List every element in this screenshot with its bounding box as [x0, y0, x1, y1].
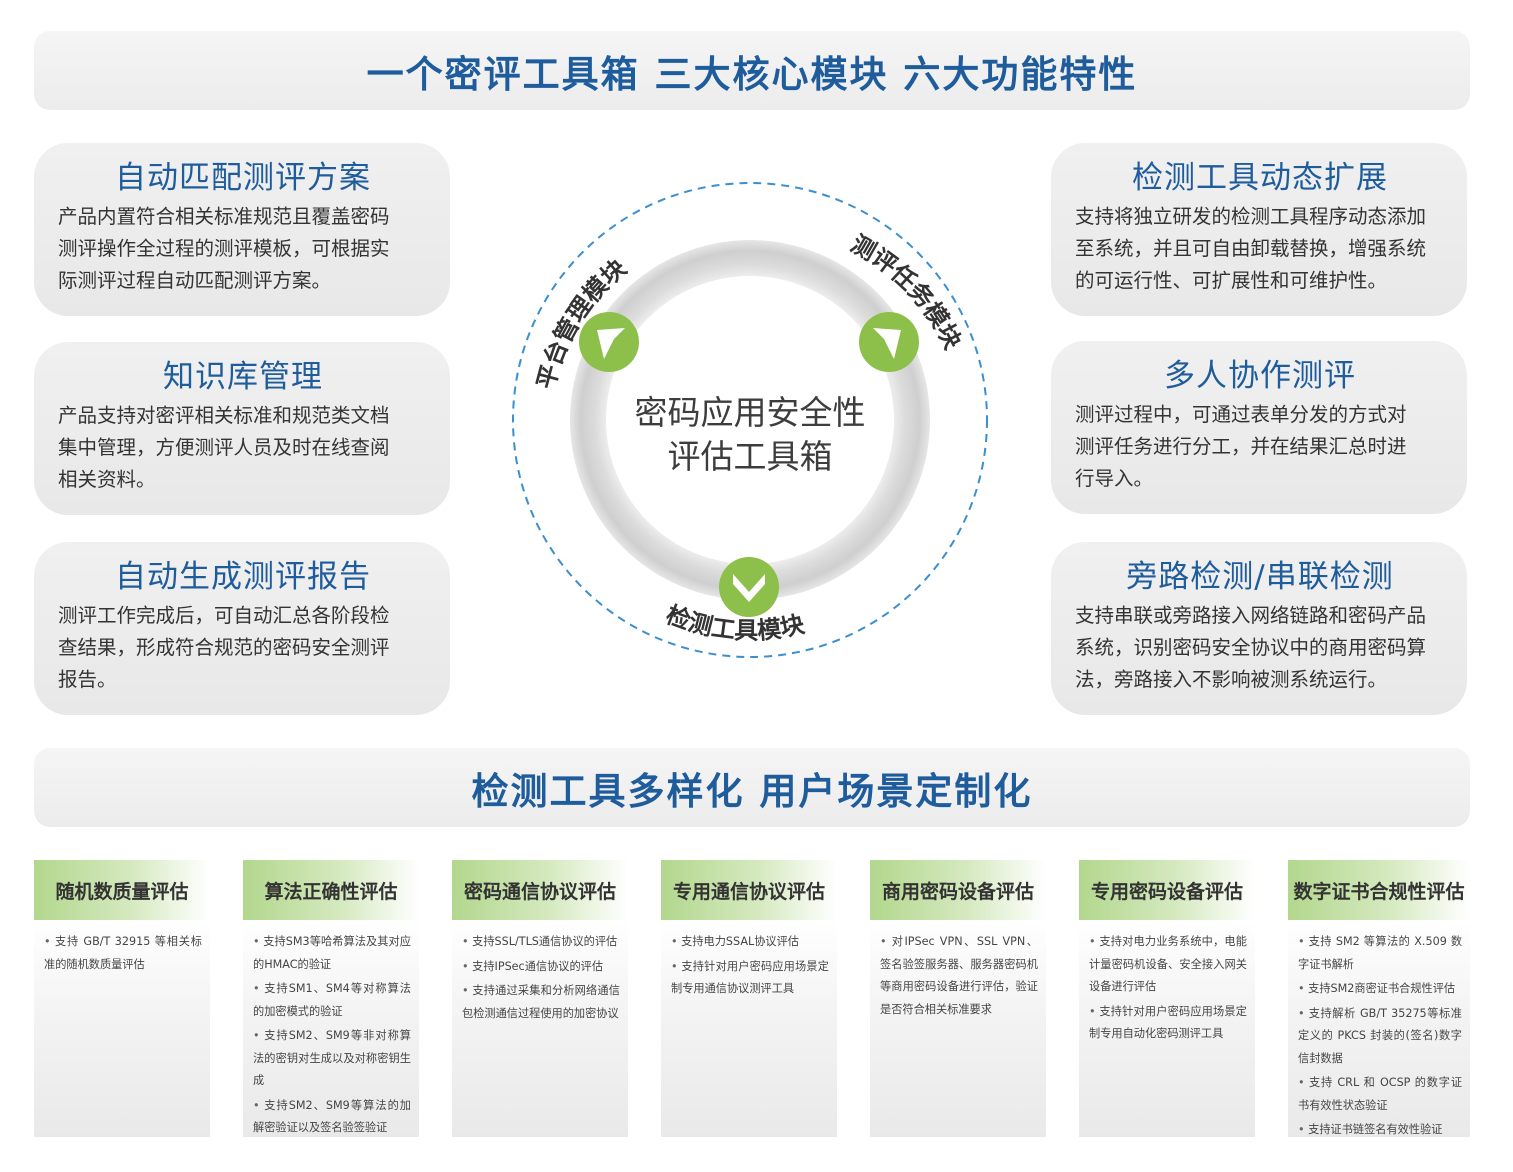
- tool-card-body: 支持对电力业务系统中，电能计量密码机设备、安全接入网关设备进行评估 支持针对用户…: [1079, 920, 1255, 1137]
- feature-card-collaboration: 多人协作测评 测评过程中，可通过表单分发的方式对 测评任务进行分工，并在结果汇总…: [1051, 341, 1467, 514]
- core-module-ring-diagram: 密码应用安全性 评估工具箱 平台管理模块 测评任务模块 检测工具模块: [512, 182, 988, 658]
- card-line: 测评过程中，可通过表单分发的方式对: [1075, 403, 1407, 426]
- section-title: 检测工具多样化 用户场景定制化: [471, 769, 1033, 813]
- list-item: 支持证书链签名有效性验证: [1298, 1119, 1462, 1142]
- card-description: 测评工作完成后，可自动汇总各阶段检 查结果，形成符合规范的密码安全测评 报告。: [58, 600, 428, 696]
- card-line: 相关资料。: [58, 468, 156, 491]
- tool-card-body: 支持 SM2 等算法的 X.509 数字证书解析 支持SM2商密证书合规性评估 …: [1288, 920, 1470, 1137]
- card-line: 支持将独立研发的检测工具程序动态添加: [1075, 205, 1427, 228]
- list-item: 支持SSL/TLS通信协议的评估: [462, 931, 620, 954]
- list-item: 支持SM2、SM9等算法的加解密验证以及签名验签验证: [253, 1095, 411, 1140]
- tool-card-body: 支持SSL/TLS通信协议的评估 支持IPSec通信协议的评估 支持通过采集和分…: [452, 920, 628, 1137]
- tool-card-body: 支持SM3等哈希算法及其对应的HMAC的验证 支持SM1、SM4等对称算法的加密…: [243, 920, 419, 1137]
- list-item: 支持SM1、SM4等对称算法的加密模式的验证: [253, 978, 411, 1023]
- feature-card-auto-match: 自动匹配测评方案 产品内置符合相关标准规范且覆盖密码 测评操作全过程的测评模板，…: [34, 143, 450, 316]
- feature-card-dynamic-extension: 检测工具动态扩展 支持将独立研发的检测工具程序动态添加 至系统，并且可自由卸载替…: [1051, 143, 1467, 316]
- card-line: 的可运行性、可扩展性和可维护性。: [1075, 269, 1388, 292]
- list-item: 支持 CRL 和 OCSP 的数字证书有效性状态验证: [1298, 1072, 1462, 1117]
- card-description: 产品内置符合相关标准规范且覆盖密码 测评操作全过程的测评模板，可根据实 际测评过…: [58, 201, 428, 297]
- tool-card-title: 密码通信协议评估: [452, 860, 628, 920]
- card-description: 产品支持对密评相关标准和规范类文档 集中管理，方便测评人员及时在线查阅 相关资料…: [58, 400, 428, 496]
- feature-card-knowledge-base: 知识库管理 产品支持对密评相关标准和规范类文档 集中管理，方便测评人员及时在线查…: [34, 342, 450, 515]
- tool-card-title: 算法正确性评估: [243, 860, 419, 920]
- section-banner: 检测工具多样化 用户场景定制化: [34, 748, 1470, 827]
- card-line: 测评操作全过程的测评模板，可根据实: [58, 237, 390, 260]
- list-item: 支持通过采集和分析网络通信包检测通信过程使用的加密协议: [462, 980, 620, 1025]
- tool-card-body: 支持 GB/T 32915 等相关标准的随机数质量评估: [34, 920, 210, 1137]
- list-item: 支持 GB/T 32915 等相关标准的随机数质量评估: [44, 931, 202, 976]
- card-title: 知识库管理: [163, 359, 323, 395]
- card-title: 多人协作测评: [1164, 358, 1356, 394]
- card-description: 支持将独立研发的检测工具程序动态添加 至系统，并且可自由卸载替换，增强系统 的可…: [1075, 201, 1445, 297]
- arrow-badge-icon: [859, 312, 919, 372]
- list-item: 支持对电力业务系统中，电能计量密码机设备、安全接入网关设备进行评估: [1089, 931, 1247, 999]
- list-item: 支持SM3等哈希算法及其对应的HMAC的验证: [253, 931, 411, 976]
- card-title: 检测工具动态扩展: [1132, 160, 1388, 196]
- card-line: 际测评过程自动匹配测评方案。: [58, 269, 332, 292]
- feature-card-auto-report: 自动生成测评报告 测评工作完成后，可自动汇总各阶段检 查结果，形成符合规范的密码…: [34, 542, 450, 715]
- card-title: 旁路检测/串联检测: [1126, 559, 1394, 595]
- banner-title: 一个密评工具箱 三大核心模块 六大功能特性: [366, 52, 1138, 96]
- tool-card-commercial-device: 商用密码设备评估 对IPSec VPN、SSL VPN、签名验签服务器、服务器密…: [870, 860, 1046, 1137]
- tool-card-algorithm: 算法正确性评估 支持SM3等哈希算法及其对应的HMAC的验证 支持SM1、SM4…: [243, 860, 419, 1137]
- card-line: 查结果，形成符合规范的密码安全测评: [58, 636, 390, 659]
- list-item: 支持SM2、SM9等非对称算法的密钥对生成以及对称密钥生成: [253, 1025, 411, 1093]
- card-line: 产品内置符合相关标准规范且覆盖密码: [58, 205, 390, 228]
- card-line: 测评任务进行分工，并在结果汇总时进: [1075, 435, 1407, 458]
- list-item: 支持IPSec通信协议的评估: [462, 956, 620, 979]
- list-item: 支持 SM2 等算法的 X.509 数字证书解析: [1298, 931, 1462, 976]
- list-item: 支持电力SSAL协议评估: [671, 931, 829, 954]
- card-description: 支持串联或旁路接入网络链路和密码产品 系统，识别密码安全协议中的商用密码算 法，…: [1075, 600, 1445, 696]
- tool-card-crypto-protocol: 密码通信协议评估 支持SSL/TLS通信协议的评估 支持IPSec通信协议的评估…: [452, 860, 628, 1137]
- dashed-outer-ring: [512, 182, 988, 658]
- feature-card-bypass-serial: 旁路检测/串联检测 支持串联或旁路接入网络链路和密码产品 系统，识别密码安全协议…: [1051, 542, 1467, 715]
- tool-card-special-device: 专用密码设备评估 支持对电力业务系统中，电能计量密码机设备、安全接入网关设备进行…: [1079, 860, 1255, 1137]
- list-item: 支持针对用户密码应用场景定制专用自动化密码测评工具: [1089, 1001, 1247, 1046]
- card-line: 至系统，并且可自由卸载替换，增强系统: [1075, 237, 1427, 260]
- tool-card-title: 专用通信协议评估: [661, 860, 837, 920]
- tool-card-title: 数字证书合规性评估: [1288, 860, 1470, 920]
- list-item: 支持解析 GB/T 35275等标准定义的 PKCS 封装的(签名)数字信封数据: [1298, 1003, 1462, 1071]
- card-line: 行导入。: [1075, 467, 1154, 490]
- center-title-line2: 评估工具箱: [668, 437, 833, 476]
- card-line: 支持串联或旁路接入网络链路和密码产品: [1075, 604, 1427, 627]
- center-title-line1: 密码应用安全性: [635, 393, 866, 432]
- tool-card-special-protocol: 专用通信协议评估 支持电力SSAL协议评估 支持针对用户密码应用场景定制专用通信…: [661, 860, 837, 1137]
- card-line: 产品支持对密评相关标准和规范类文档: [58, 404, 390, 427]
- card-description: 测评过程中，可通过表单分发的方式对 测评任务进行分工，并在结果汇总时进 行导入。: [1075, 399, 1445, 495]
- tool-card-body: 支持电力SSAL协议评估 支持针对用户密码应用场景定制专用通信协议测评工具: [661, 920, 837, 1137]
- card-line: 法，旁路接入不影响被测系统运行。: [1075, 668, 1388, 691]
- card-line: 集中管理，方便测评人员及时在线查阅: [58, 436, 390, 459]
- arrow-badge-icon: [579, 312, 639, 372]
- list-item: 支持SM2商密证书合规性评估: [1298, 978, 1462, 1001]
- list-item: 对IPSec VPN、SSL VPN、签名验签服务器、服务器密码机等商用密码设备…: [880, 931, 1038, 1021]
- tool-card-title: 商用密码设备评估: [870, 860, 1046, 920]
- card-title: 自动生成测评报告: [115, 559, 371, 595]
- tool-card-title: 随机数质量评估: [34, 860, 210, 920]
- tool-card-random-number: 随机数质量评估 支持 GB/T 32915 等相关标准的随机数质量评估: [34, 860, 210, 1137]
- card-title: 自动匹配测评方案: [115, 160, 371, 196]
- chevron-down-badge-icon: [719, 557, 779, 617]
- ring-inner-disc: [606, 276, 894, 564]
- card-line: 报告。: [58, 668, 117, 691]
- tool-card-title: 专用密码设备评估: [1079, 860, 1255, 920]
- tool-card-digital-certificate: 数字证书合规性评估 支持 SM2 等算法的 X.509 数字证书解析 支持SM2…: [1288, 860, 1470, 1137]
- list-item: 支持针对用户密码应用场景定制专用通信协议测评工具: [671, 956, 829, 1001]
- top-banner: 一个密评工具箱 三大核心模块 六大功能特性: [34, 31, 1470, 110]
- card-line: 测评工作完成后，可自动汇总各阶段检: [58, 604, 390, 627]
- tool-card-body: 对IPSec VPN、SSL VPN、签名验签服务器、服务器密码机等商用密码设备…: [870, 920, 1046, 1137]
- card-line: 系统，识别密码安全协议中的商用密码算: [1075, 636, 1427, 659]
